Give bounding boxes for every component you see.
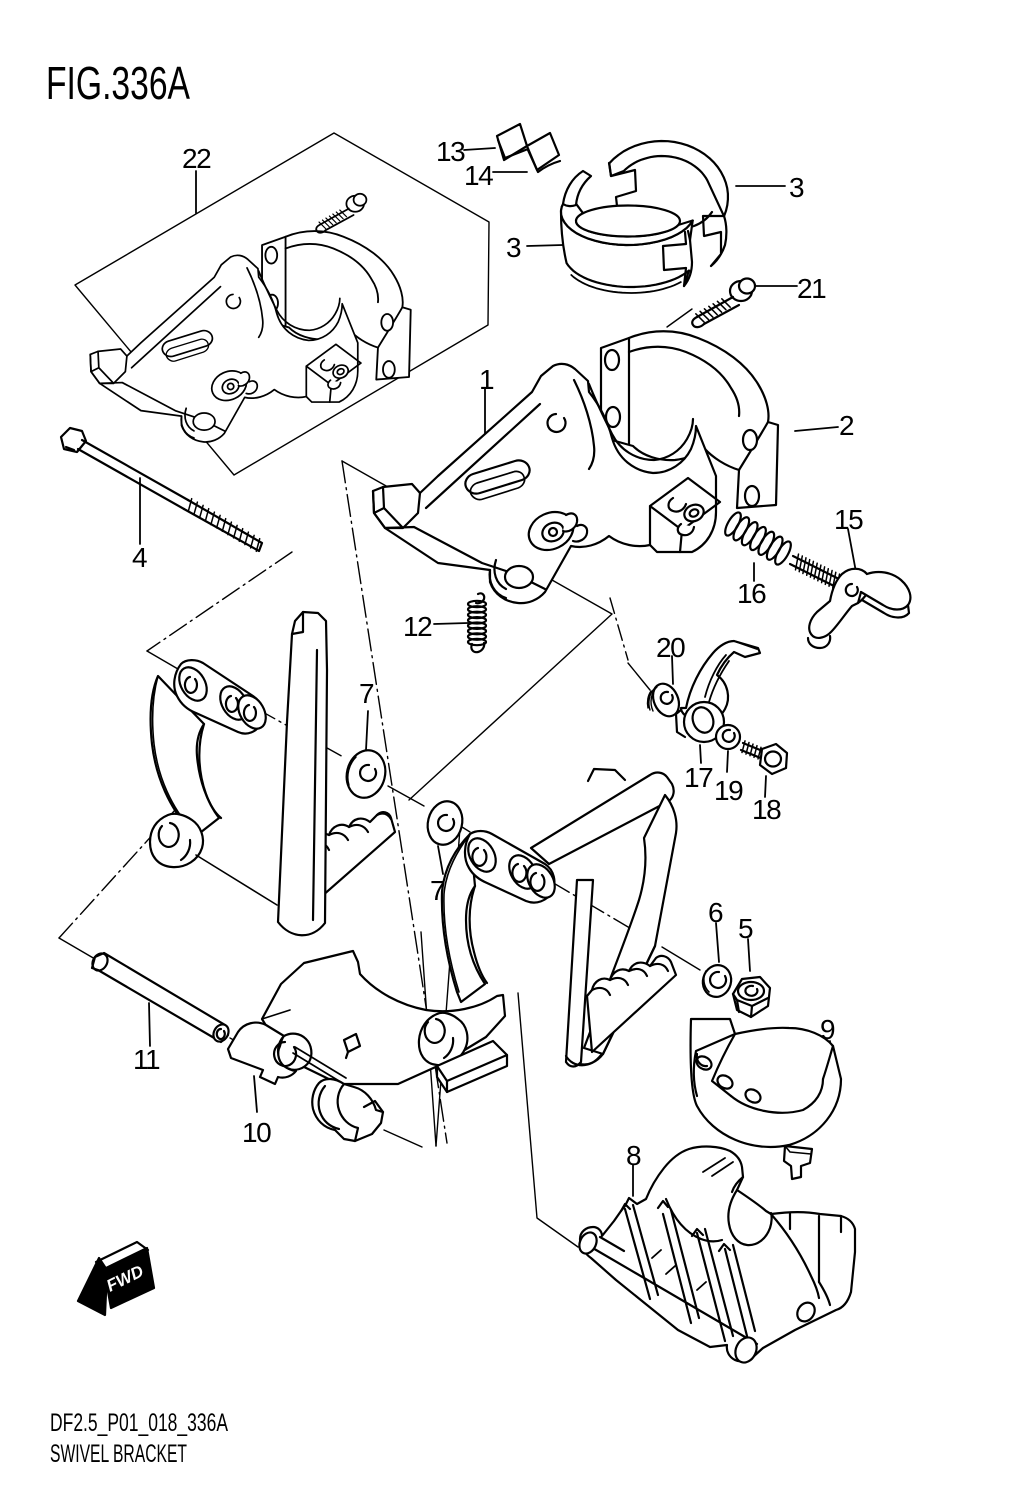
svg-text:10: 10 — [242, 1117, 271, 1148]
svg-text:8: 8 — [626, 1140, 641, 1171]
svg-text:18: 18 — [752, 794, 781, 825]
svg-text:3: 3 — [506, 232, 521, 263]
svg-text:21: 21 — [797, 273, 826, 304]
svg-text:20: 20 — [656, 632, 685, 663]
svg-text:FIG.336A: FIG.336A — [46, 57, 190, 109]
svg-text:12: 12 — [403, 611, 432, 642]
svg-text:17: 17 — [684, 762, 713, 793]
svg-text:3: 3 — [789, 172, 804, 203]
svg-text:SWIVEL BRACKET: SWIVEL BRACKET — [50, 1440, 187, 1468]
svg-text:1: 1 — [479, 364, 494, 395]
svg-text:9: 9 — [820, 1014, 835, 1045]
svg-text:7: 7 — [430, 875, 445, 906]
svg-text:14: 14 — [464, 160, 493, 191]
svg-text:4: 4 — [132, 542, 147, 573]
svg-text:11: 11 — [133, 1044, 160, 1075]
svg-text:15: 15 — [834, 504, 863, 535]
svg-text:7: 7 — [359, 678, 374, 709]
svg-text:19: 19 — [714, 775, 743, 806]
svg-text:2: 2 — [839, 410, 854, 441]
svg-text:16: 16 — [737, 578, 766, 609]
svg-text:13: 13 — [436, 136, 465, 167]
svg-text:DF2.5_P01_018_336A: DF2.5_P01_018_336A — [50, 1409, 228, 1437]
svg-text:5: 5 — [738, 913, 753, 944]
svg-text:22: 22 — [182, 143, 211, 174]
svg-text:6: 6 — [708, 897, 723, 928]
